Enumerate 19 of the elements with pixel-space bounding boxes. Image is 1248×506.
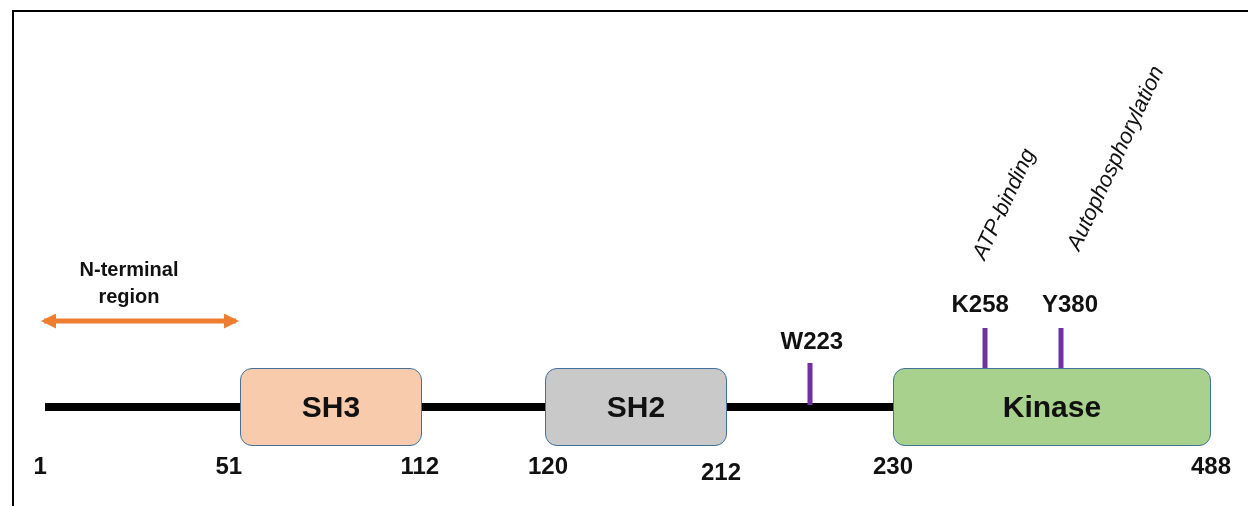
position-number: 112 — [400, 452, 440, 480]
residue-label: W223 — [780, 327, 844, 355]
position-number: 120 — [528, 452, 569, 480]
residue-label: Y380 — [1042, 290, 1099, 318]
position-number: 1 — [33, 452, 47, 480]
position-number: 212 — [701, 458, 742, 486]
residue-label: K258 — [951, 290, 1009, 318]
domain-label: SH2 — [606, 390, 666, 424]
domain-label: Kinase — [1002, 390, 1102, 424]
position-number: 488 — [1191, 452, 1232, 480]
domain-box — [240, 368, 422, 446]
domain-box — [893, 368, 1211, 446]
domain-box — [545, 368, 727, 446]
region-label: N-terminal region — [78, 257, 180, 309]
position-number: 230 — [873, 452, 914, 480]
domain-label: SH3 — [301, 390, 361, 424]
position-number: 51 — [215, 452, 243, 480]
backbone-line — [727, 403, 893, 411]
backbone-line — [422, 403, 545, 411]
